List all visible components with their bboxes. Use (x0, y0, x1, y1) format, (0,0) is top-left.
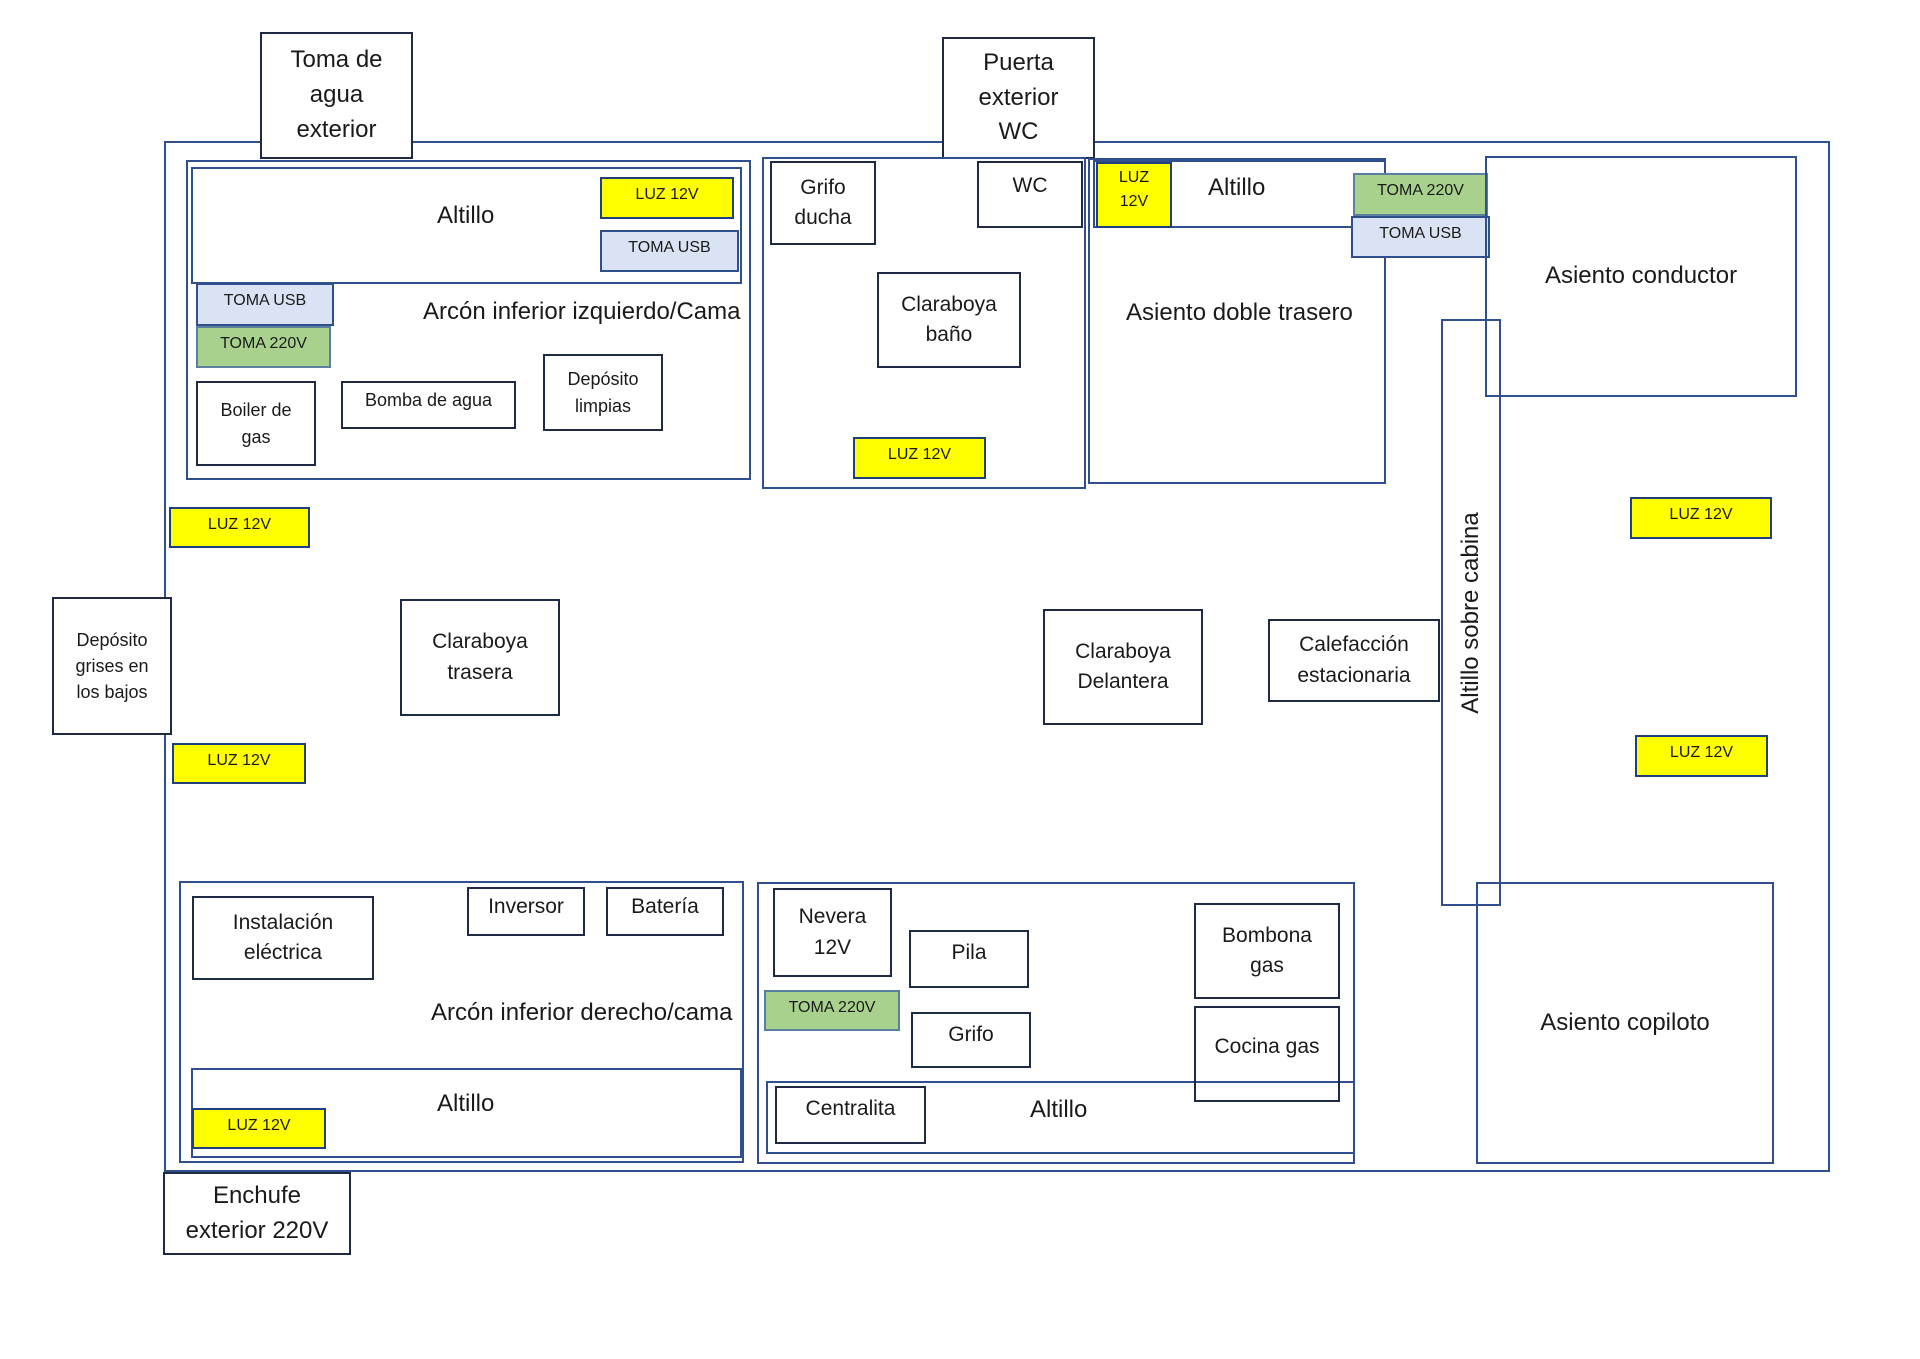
toma-agua-exterior: Toma de agua exterior (260, 32, 413, 159)
nevera-12v: Nevera 12V (773, 888, 892, 977)
toma-usb-rear-top: TOMA USB (600, 230, 739, 272)
luz-12v-cabin-2: LUZ 12V (1635, 735, 1768, 777)
claraboya-trasera: Claraboya trasera (400, 599, 560, 716)
puerta-exterior-wc: Puerta exterior WC (942, 37, 1095, 159)
claraboya-delantera: Claraboya Delantera (1043, 609, 1203, 725)
bateria: Batería (606, 887, 724, 936)
bomba-de-agua: Bomba de agua (341, 381, 516, 429)
bottom-left-zone (179, 881, 744, 1163)
deposito-grises: Depósito grises en los bajos (52, 597, 172, 735)
altillo-bottom-left-label: Altillo (437, 1090, 495, 1117)
luz-12v-center-2: LUZ 12V (172, 743, 306, 784)
altillo-rear-left (191, 167, 742, 284)
instalacion-electrica: Instalación eléctrica (192, 896, 374, 980)
grifo: Grifo (911, 1012, 1031, 1068)
calefaccion-estacionaria: Calefacción estacionaria (1268, 619, 1440, 702)
toma-220v-rear-seat: TOMA 220V (1353, 173, 1488, 216)
altillo-rear-left-label: Altillo (437, 202, 495, 229)
luz-12v-rear-left: LUZ 12V (600, 177, 734, 219)
luz-12v-rear-seat: LUZ 12V (1096, 162, 1172, 228)
bathroom-zone (762, 157, 1086, 489)
luz-12v-center-1: LUZ 12V (169, 507, 310, 548)
altillo-kitchen-label: Altillo (1030, 1096, 1088, 1123)
rear-left-zone (186, 160, 751, 480)
arcon-derecho-label: Arcón inferior derecho/cama (431, 999, 733, 1026)
toma-usb-rear-seat: TOMA USB (1351, 216, 1490, 258)
luz-12v-bathroom: LUZ 12V (853, 437, 986, 479)
arcon-izquierdo-label: Arcón inferior izquierdo/Cama (423, 298, 741, 325)
cocina-gas: Cocina gas (1194, 1006, 1340, 1102)
wc: WC (977, 161, 1083, 228)
boiler-de-gas: Boiler de gas (196, 381, 316, 466)
deposito-limpias: Depósito limpias (543, 354, 663, 431)
altillo-rear-seat-label: Altillo (1208, 174, 1266, 201)
altillo-sobre-cabina-label: Altillo sobre cabina (1457, 511, 1484, 714)
asiento-conductor: Asiento conductor (1485, 156, 1797, 397)
rear-seat-zone (1088, 158, 1386, 484)
luz-12v-cabin-1: LUZ 12V (1630, 497, 1772, 539)
altillo-sobre-cabina: Altillo sobre cabina (1441, 319, 1501, 906)
centralita: Centralita (775, 1086, 926, 1144)
toma-220v-kitchen: TOMA 220V (764, 990, 900, 1031)
pila: Pila (909, 930, 1029, 988)
altillo-kitchen (766, 1081, 1355, 1154)
asiento-doble-trasero: Asiento doble trasero (1126, 299, 1353, 326)
asiento-copiloto: Asiento copiloto (1476, 882, 1774, 1164)
enchufe-exterior-220v: Enchufe exterior 220V (163, 1172, 351, 1255)
claraboya-bano: Claraboya baño (877, 272, 1021, 368)
luz-12v-bottom-left: LUZ 12V (192, 1108, 326, 1149)
toma-usb-rear-left: TOMA USB (196, 283, 334, 326)
inversor: Inversor (467, 887, 585, 936)
toma-220v-rear-left: TOMA 220V (196, 326, 331, 368)
bombona-gas: Bombona gas (1194, 903, 1340, 999)
grifo-ducha: Grifo ducha (770, 161, 876, 245)
kitchen-zone (757, 882, 1355, 1164)
